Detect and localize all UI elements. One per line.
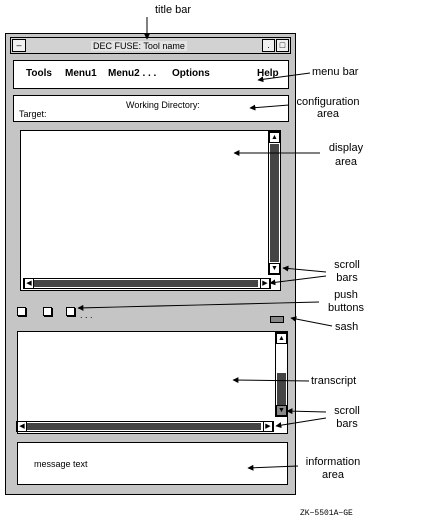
transcript-area <box>17 331 288 434</box>
message-text: message text <box>34 459 88 469</box>
menu-bar: Tools Menu1 Menu2 . . . Options Help <box>13 60 289 89</box>
triangle-left-icon[interactable]: ◀ <box>24 278 34 289</box>
callout-display-line1: display <box>328 142 364 154</box>
menu-tools[interactable]: Tools <box>26 68 52 79</box>
leader-sash <box>290 316 333 327</box>
callout-push-line2: buttons <box>327 302 365 314</box>
window-title: DEC FUSE: Tool name <box>91 41 187 51</box>
callout-scroll-bars-bottom: scroll bars <box>328 406 366 430</box>
callout-sash: sash <box>335 321 359 333</box>
menu-menu1[interactable]: Menu1 <box>65 68 97 79</box>
minimize-icon[interactable]: . <box>262 39 275 52</box>
callout-title-bar: title bar <box>155 4 192 16</box>
title-bar[interactable]: – DEC FUSE: Tool name . □ <box>10 37 291 54</box>
leader-configuration-area <box>249 104 290 111</box>
triangle-right-icon[interactable]: ▶ <box>263 421 273 432</box>
callout-push-buttons: push buttons <box>321 290 371 314</box>
menu-menu2[interactable]: Menu2 . . . <box>108 68 157 79</box>
target-label: Target: <box>19 109 47 119</box>
push-button-1[interactable] <box>17 307 26 316</box>
leader-scroll-bars-top-1 <box>282 265 327 273</box>
callout-scroll-bottom-line1: scroll <box>334 405 360 417</box>
transcript-horizontal-scrollbar[interactable]: ◀ ▶ <box>16 421 274 432</box>
callout-push-line1: push <box>334 289 358 301</box>
transcript-vertical-scroll-thumb[interactable] <box>277 373 286 406</box>
push-button-3[interactable] <box>66 307 75 316</box>
callout-scroll-bars-top: scroll bars <box>328 260 366 284</box>
callout-configuration-line1: configuration <box>296 96 360 108</box>
leader-push-buttons <box>77 301 320 311</box>
callout-information-line2: area <box>321 469 345 481</box>
menu-options[interactable]: Options <box>172 68 210 79</box>
leader-scroll-bars-bottom-1 <box>286 408 327 415</box>
menu-help[interactable]: Help <box>257 68 279 79</box>
triangle-up-icon[interactable]: ▲ <box>269 132 280 143</box>
application-window: – DEC FUSE: Tool name . □ Tools Menu1 Me… <box>5 33 296 495</box>
sash[interactable] <box>270 316 284 323</box>
display-horizontal-scrollbar[interactable]: ◀ ▶ <box>23 278 271 289</box>
display-horizontal-scroll-thumb[interactable] <box>34 280 258 287</box>
leader-transcript <box>232 377 310 384</box>
triangle-left-icon[interactable]: ◀ <box>17 421 27 432</box>
configuration-area: Working Directory: Target: <box>13 95 289 122</box>
callout-scroll-top-line2: bars <box>336 272 358 284</box>
display-area <box>20 130 281 291</box>
triangle-up-icon[interactable]: ▲ <box>276 333 287 344</box>
display-vertical-scrollbar[interactable]: ▲ ▼ <box>268 131 281 275</box>
transcript-horizontal-scroll-thumb[interactable] <box>27 423 261 430</box>
leader-information-area <box>247 464 299 471</box>
callout-scroll-top-line1: scroll <box>334 259 360 271</box>
maximize-icon[interactable]: □ <box>276 39 289 52</box>
callout-information-line1: information <box>305 456 361 468</box>
callout-menu-bar: menu bar <box>312 66 359 78</box>
push-button-2[interactable] <box>43 307 52 316</box>
push-buttons-ellipsis: . . . <box>80 310 93 320</box>
display-vertical-scroll-thumb[interactable] <box>270 144 279 262</box>
window-menu-icon[interactable]: – <box>12 39 26 52</box>
callout-information-area: information area <box>300 457 366 481</box>
information-area: message text <box>17 442 288 485</box>
callout-transcript: transcript <box>311 375 357 387</box>
leader-scroll-bars-bottom-2 <box>275 417 327 429</box>
leader-scroll-bars-top-2 <box>269 275 327 286</box>
callout-scroll-bottom-line2: bars <box>336 418 358 430</box>
triangle-down-icon[interactable]: ▼ <box>269 263 280 274</box>
callout-display-area: display area <box>322 143 370 168</box>
callout-configuration-area: configuration area <box>291 97 365 120</box>
figure-code: ZK−5501A−GE <box>300 509 353 518</box>
working-directory-label: Working Directory: <box>126 100 200 110</box>
callout-configuration-line2: area <box>316 108 340 120</box>
leader-menu-bar <box>257 72 311 83</box>
callout-display-line2: area <box>334 156 358 168</box>
